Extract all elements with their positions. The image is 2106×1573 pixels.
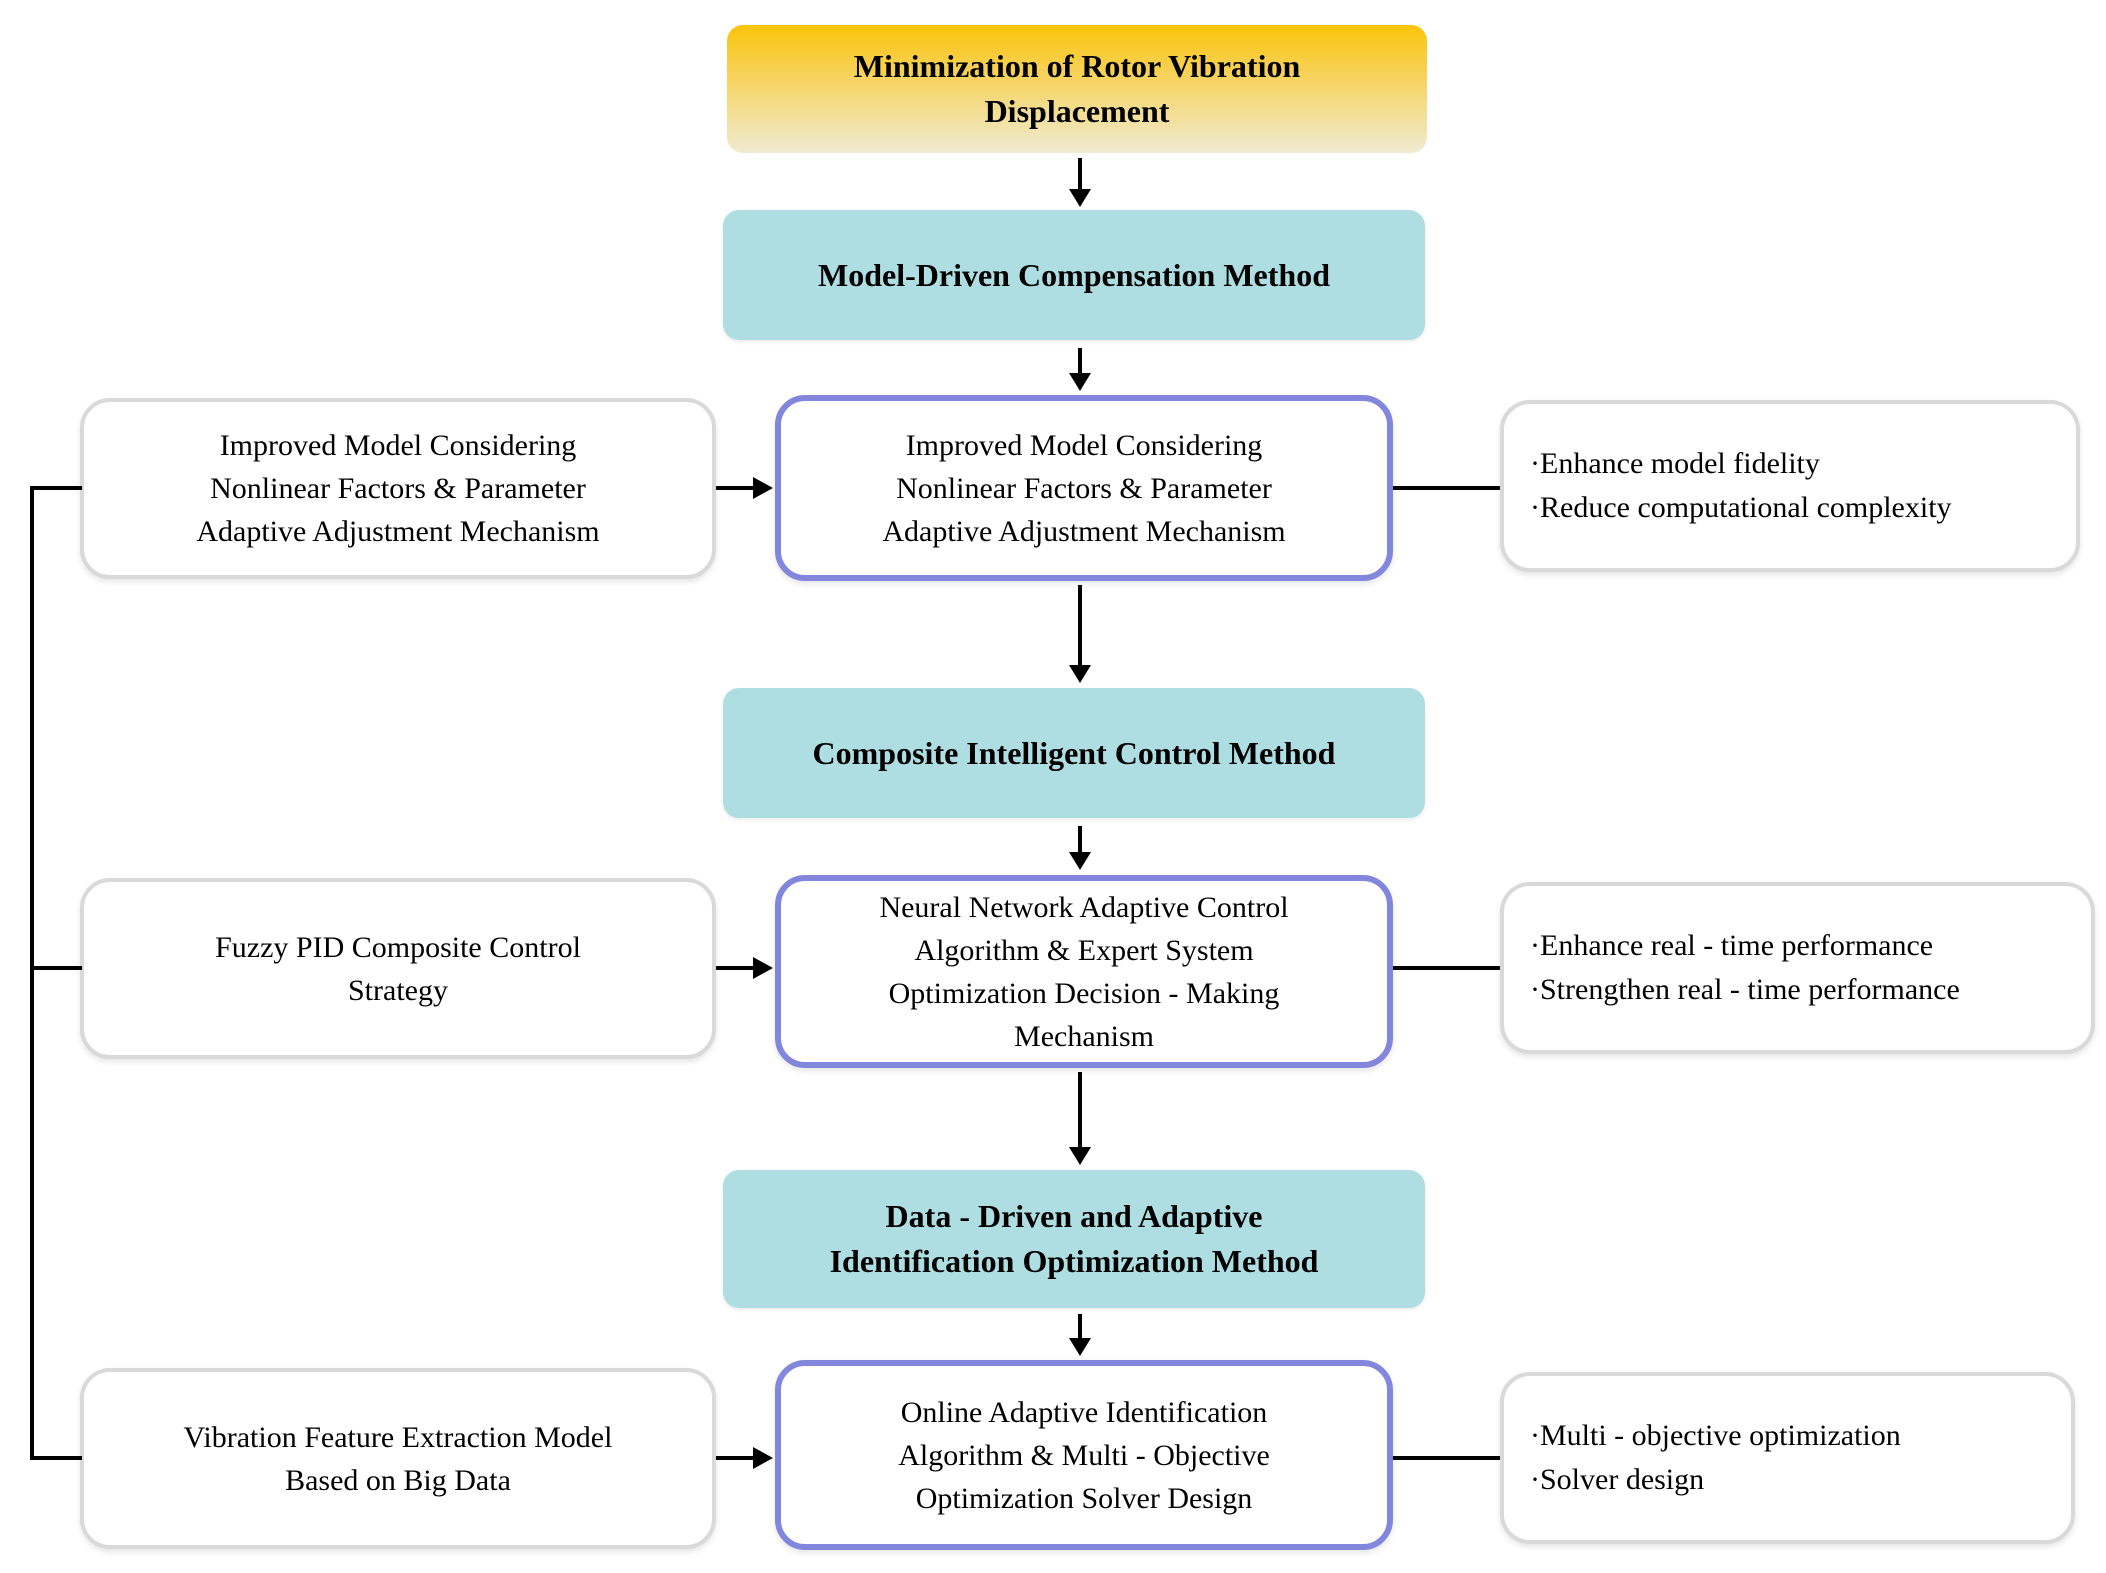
arrow-right-icon: [716, 957, 773, 979]
benefit-line: ·Multi - objective optimization: [1530, 1419, 1901, 1452]
benefit-line: ·Strengthen real - time performance: [1530, 973, 1960, 1006]
arrow-right-icon: [716, 1447, 773, 1469]
rail-stub-line: [30, 1456, 82, 1460]
input-line: Vibration Feature Extraction Model: [183, 1420, 613, 1454]
method-box-3: Data - Driven and Adaptive Identificatio…: [723, 1170, 1425, 1308]
goal-line: Minimization of Rotor Vibration: [853, 48, 1301, 84]
core-line: Improved Model Considering: [905, 428, 1263, 462]
method-box-1: Model-Driven Compensation Method: [723, 210, 1425, 340]
arrow-down-icon: [1069, 826, 1091, 870]
core-line: Mechanism: [1014, 1019, 1154, 1053]
connector-line: [1393, 966, 1500, 970]
connector-line: [1393, 1456, 1500, 1460]
input-line: Improved Model Considering: [219, 429, 577, 462]
input-line: Nonlinear Factors & Parameter: [210, 472, 586, 505]
benefits-box-2: ·Enhance real - time performance ·Streng…: [1500, 882, 2095, 1054]
goal-line: Displacement: [984, 93, 1170, 129]
core-line: Algorithm & Expert System: [914, 933, 1254, 967]
core-line: Optimization Solver Design: [915, 1481, 1253, 1515]
goal-box: Minimization of Rotor Vibration Displace…: [727, 25, 1427, 153]
arrow-down-icon: [1069, 158, 1091, 207]
method-line: Composite Intelligent Control Method: [812, 734, 1336, 771]
arrow-right-icon: [716, 477, 773, 499]
arrow-down-icon: [1069, 1314, 1091, 1356]
method-line: Identification Optimization Method: [829, 1243, 1319, 1279]
benefit-line: ·Enhance real - time performance: [1530, 929, 1934, 962]
benefit-line: ·Enhance model fidelity: [1530, 447, 1820, 480]
core-line: Neural Network Adaptive Control: [879, 890, 1289, 924]
arrow-down-icon: [1069, 585, 1091, 683]
benefits-box-3: ·Multi - objective optimization ·Solver …: [1500, 1372, 2075, 1544]
method-line: Model-Driven Compensation Method: [818, 256, 1330, 293]
method-box-2: Composite Intelligent Control Method: [723, 688, 1425, 818]
connector-line: [1393, 486, 1500, 490]
left-rail-line: [30, 486, 34, 1460]
input-box-1: Improved Model Considering Nonlinear Fac…: [80, 398, 716, 579]
core-box-3: Online Adaptive Identification Algorithm…: [775, 1360, 1393, 1550]
benefits-box-1: ·Enhance model fidelity ·Reduce computat…: [1500, 400, 2080, 572]
input-line: Based on Big Data: [285, 1463, 511, 1497]
method-line: Data - Driven and Adaptive: [885, 1198, 1263, 1234]
rail-stub-line: [30, 966, 82, 970]
core-line: Optimization Decision - Making: [888, 976, 1280, 1010]
input-box-3: Vibration Feature Extraction Model Based…: [80, 1368, 716, 1549]
input-line: Adaptive Adjustment Mechanism: [196, 515, 600, 548]
benefit-line: ·Reduce computational complexity: [1530, 491, 1952, 524]
arrow-down-icon: [1069, 1072, 1091, 1165]
arrow-down-icon: [1069, 348, 1091, 391]
core-box-1: Improved Model Considering Nonlinear Fac…: [775, 395, 1393, 581]
input-box-2: Fuzzy PID Composite Control Strategy: [80, 878, 716, 1059]
core-line: Algorithm & Multi - Objective: [898, 1438, 1270, 1472]
input-line: Strategy: [348, 973, 448, 1007]
core-box-2: Neural Network Adaptive Control Algorith…: [775, 875, 1393, 1068]
rail-stub-line: [30, 486, 82, 490]
core-line: Adaptive Adjustment Mechanism: [882, 514, 1286, 548]
benefit-line: ·Solver design: [1530, 1463, 1705, 1496]
input-line: Fuzzy PID Composite Control: [215, 930, 581, 964]
core-line: Online Adaptive Identification: [900, 1395, 1268, 1429]
core-line: Nonlinear Factors & Parameter: [896, 471, 1272, 505]
